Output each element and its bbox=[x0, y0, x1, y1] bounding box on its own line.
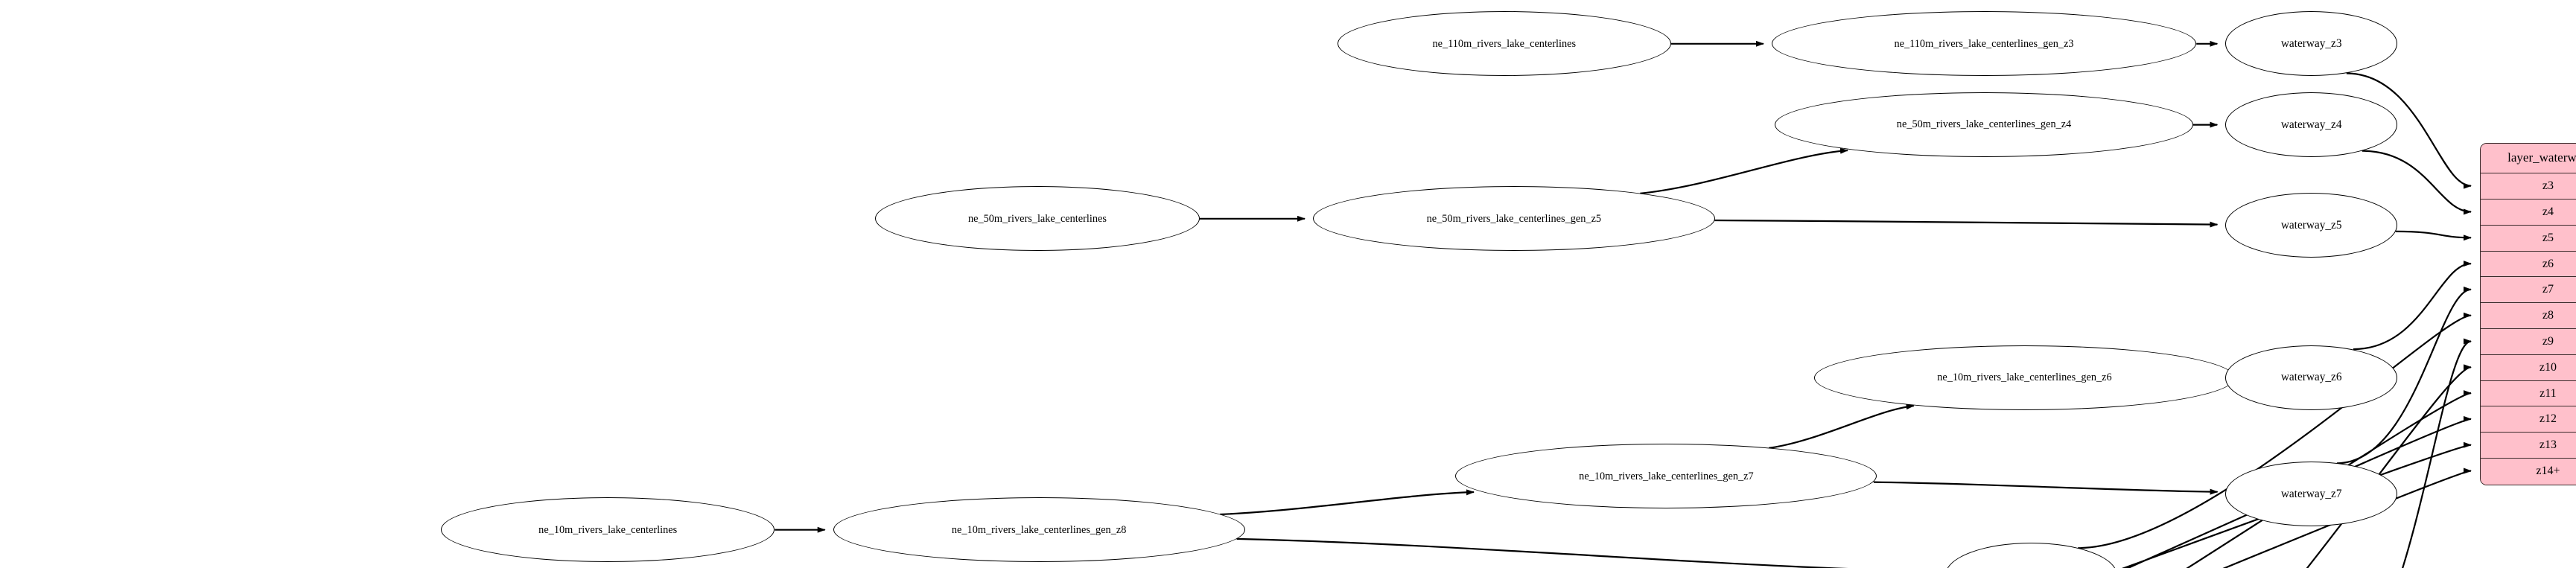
graph-node-ne_10m_rivers_lake_centerlines_gen_z8[interactable]: ne_10m_rivers_lake_centerlines_gen_z8 bbox=[833, 497, 1245, 563]
record-node-layer-waterway[interactable]: layer_waterwayz3z4z5z6z7z8z9z10z11z12z13… bbox=[2480, 142, 2576, 485]
record-node-title: layer_waterway bbox=[2481, 143, 2576, 174]
graph-node-ne_50m_rivers_lake_centerlines_gen_z5[interactable]: ne_50m_rivers_lake_centerlines_gen_z5 bbox=[1312, 186, 1715, 252]
graph-edge-waterway_z12--to--layer_waterway:z12 bbox=[2126, 416, 2472, 568]
graph-edge-waterway_z5--to--layer_waterway:z5 bbox=[2395, 230, 2472, 241]
graph-node-label: ne_50m_rivers_lake_centerlines_gen_z4 bbox=[1896, 118, 2072, 131]
graph-edge-waterway_z4--to--layer_waterway:z4 bbox=[2362, 150, 2472, 215]
graph-edge-ne_50m_rivers_lake_centerlines_gen_z5--to--waterway_z5 bbox=[1714, 219, 2219, 228]
record-row-z12[interactable]: z12 bbox=[2481, 406, 2576, 433]
graph-node-ne_110m_rivers_lake_centerlines[interactable]: ne_110m_rivers_lake_centerlines bbox=[1337, 11, 1671, 77]
graph-edge-ne_10m_rivers_lake_centerlines_gen_z8--to--ne_10m_rivers_lake_centerlines_gen_z7 bbox=[1220, 489, 1475, 516]
graph-node-ne_50m_rivers_lake_centerlines[interactable]: ne_50m_rivers_lake_centerlines bbox=[875, 186, 1200, 252]
record-row-z11[interactable]: z11 bbox=[2481, 380, 2576, 407]
graph-node-label: ne_50m_rivers_lake_centerlines bbox=[967, 212, 1107, 225]
graph-node-ne_50m_rivers_lake_centerlines_gen_z4[interactable]: ne_50m_rivers_lake_centerlines_gen_z4 bbox=[1775, 92, 2193, 158]
graph-node-label: ne_10m_rivers_lake_centerlines_gen_z7 bbox=[1579, 470, 1754, 482]
record-row-z9[interactable]: z9 bbox=[2481, 329, 2576, 355]
graph-edge-waterway_z9--to--layer_waterway:z9 bbox=[2401, 338, 2472, 568]
record-row-z7[interactable]: z7 bbox=[2481, 277, 2576, 304]
graph-edge-waterway_z8--to--layer_waterway:z8 bbox=[2078, 312, 2472, 549]
graph-node-label: waterway_z3 bbox=[2280, 37, 2342, 51]
record-row-z14+[interactable]: z14+ bbox=[2481, 459, 2576, 485]
graph-node-label: ne_110m_rivers_lake_centerlines_gen_z3 bbox=[1894, 37, 2074, 50]
graph-edge-ne_50m_rivers_lake_centerlines_gen_z5--to--ne_50m_rivers_lake_centerlines_gen_z4 bbox=[1640, 147, 1848, 194]
record-row-z8[interactable]: z8 bbox=[2481, 303, 2576, 330]
graph-edge-waterway_z6--to--layer_waterway:z6 bbox=[2353, 261, 2472, 351]
graph-node-label: ne_50m_rivers_lake_centerlines_gen_z5 bbox=[1426, 212, 1602, 225]
graph-edge-ne_10m_rivers_lake_centerlines_gen_z8--to--waterway_z8 bbox=[1236, 537, 1848, 568]
graph-node-ne_10m_rivers_lake_centerlines_gen_z6[interactable]: ne_10m_rivers_lake_centerlines_gen_z6 bbox=[1813, 345, 2236, 410]
graph-node-waterway_z3[interactable]: waterway_z3 bbox=[2225, 11, 2398, 77]
record-row-z5[interactable]: z5 bbox=[2481, 225, 2576, 252]
record-row-z3[interactable]: z3 bbox=[2481, 173, 2576, 200]
graph-node-ne_10m_rivers_lake_centerlines[interactable]: ne_10m_rivers_lake_centerlines bbox=[441, 497, 775, 563]
graph-node-label: waterway_z7 bbox=[2280, 488, 2342, 501]
graph-node-waterway_z7[interactable]: waterway_z7 bbox=[2225, 462, 2398, 527]
graph-node-label: ne_10m_rivers_lake_centerlines_gen_z6 bbox=[1937, 371, 2112, 383]
graph-node-ne_10m_rivers_lake_centerlines_gen_z7[interactable]: ne_10m_rivers_lake_centerlines_gen_z7 bbox=[1455, 444, 1877, 509]
graph-node-waterway_z4[interactable]: waterway_z4 bbox=[2225, 92, 2398, 158]
graph-edge-ne_10m_rivers_lake_centerlines_gen_z7--to--waterway_z7 bbox=[1873, 481, 2219, 495]
graph-node-label: ne_10m_rivers_lake_centerlines_gen_z8 bbox=[951, 523, 1127, 536]
record-row-z6[interactable]: z6 bbox=[2481, 251, 2576, 278]
graph-node-label: waterway_z6 bbox=[2280, 371, 2342, 384]
graph-node-waterway_z6[interactable]: waterway_z6 bbox=[2225, 345, 2398, 410]
graph-edge-waterway_z3--to--layer_waterway:z3 bbox=[2346, 72, 2472, 189]
edge-group bbox=[775, 40, 2472, 568]
graph-node-label: ne_10m_rivers_lake_centerlines bbox=[538, 523, 678, 536]
graph-edge-ne_10m_rivers_lake_centerlines_gen_z7--to--ne_10m_rivers_lake_centerlines_gen_z6 bbox=[1769, 403, 1915, 449]
graph-node-label: ne_110m_rivers_lake_centerlines bbox=[1432, 37, 1577, 50]
graph-node-label: waterway_z5 bbox=[2280, 218, 2342, 232]
record-row-z10[interactable]: z10 bbox=[2481, 354, 2576, 381]
record-row-z13[interactable]: z13 bbox=[2481, 433, 2576, 459]
graph-node-label: waterway_z4 bbox=[2280, 118, 2342, 131]
graph-node-waterway_z5[interactable]: waterway_z5 bbox=[2225, 193, 2398, 258]
record-row-z4[interactable]: z4 bbox=[2481, 200, 2576, 226]
graph-node-ne_110m_rivers_lake_centerlines_gen_z3[interactable]: ne_110m_rivers_lake_centerlines_gen_z3 bbox=[1771, 11, 2197, 77]
graph-edge-waterway_z11--to--layer_waterway:z11 bbox=[2186, 390, 2472, 568]
graph-edge-waterway_z10--to--layer_waterway:z10 bbox=[2306, 364, 2472, 568]
